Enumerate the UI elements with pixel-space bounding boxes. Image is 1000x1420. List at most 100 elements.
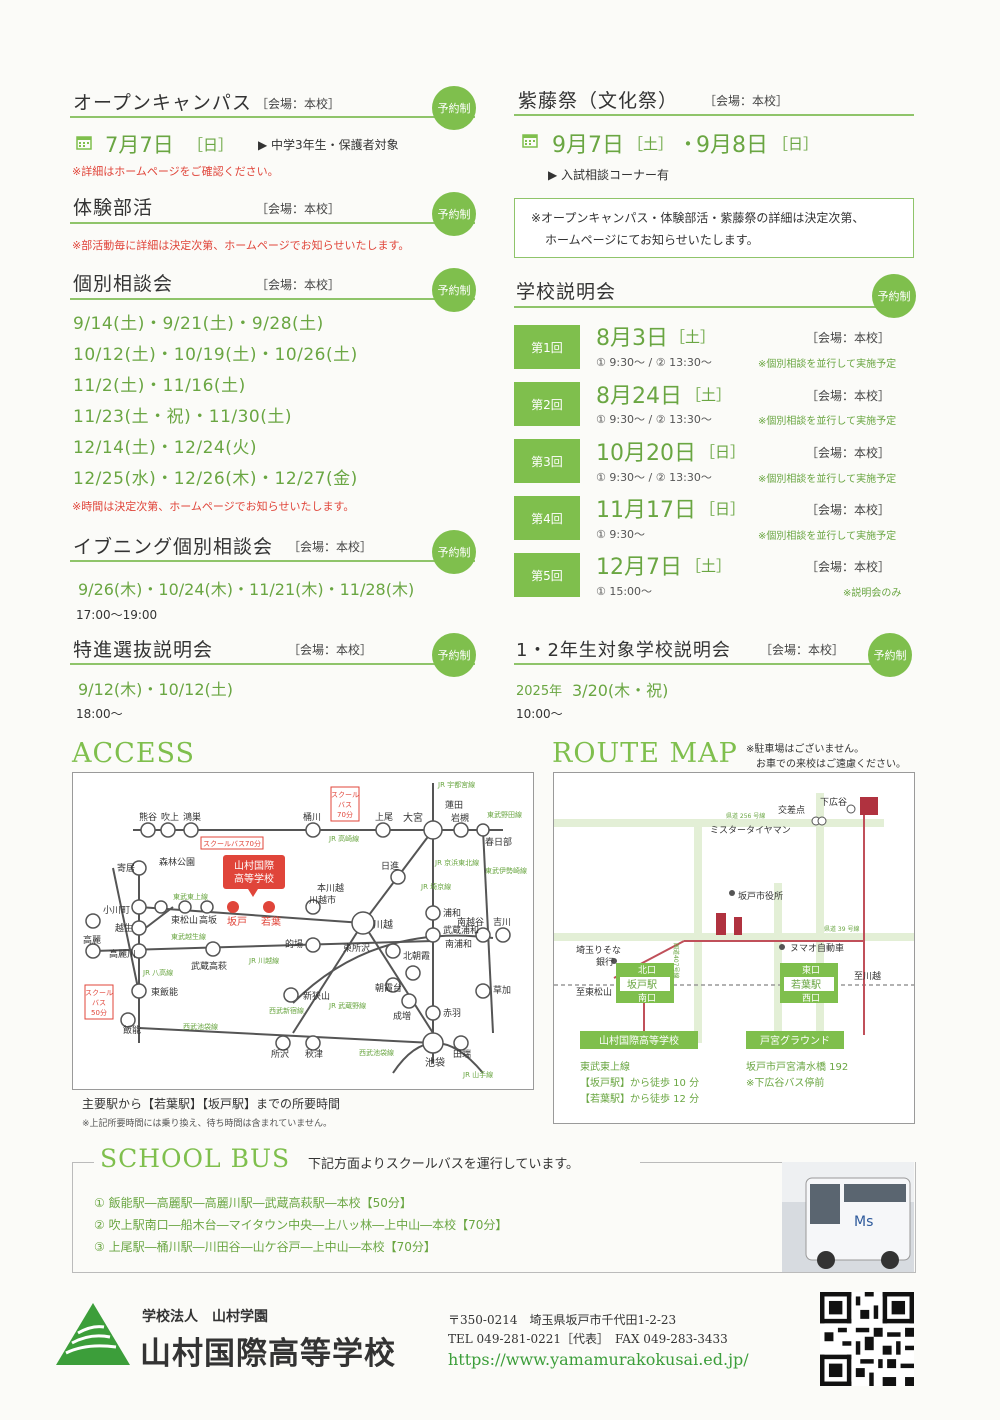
date-line: 12/25(水)・12/26(木)・12/27(金) — [73, 469, 358, 489]
line-yamanote: JR 山手線 — [462, 1070, 493, 1079]
sakado-north-label: 北口 — [638, 965, 656, 976]
ground-marker — [860, 797, 878, 815]
school-building — [716, 913, 726, 935]
school-website-link[interactable]: https://www.yamamurakokusai.ed.jp/ — [448, 1350, 749, 1369]
evening-venue: ［会場：本校］ — [288, 540, 373, 554]
school-info-1: 東武東上線 — [580, 1060, 630, 1073]
school-address: 〒350-0214 埼玉県坂戸市千代田1-2-23 — [448, 1313, 677, 1327]
station-nisshin: 日進 — [381, 860, 399, 872]
station-kawagoe: 川越 — [373, 918, 393, 931]
station-musashitakahagi: 武蔵高萩 — [191, 960, 227, 972]
individual-venue: ［会場：本校］ — [256, 278, 341, 292]
station-konosu: 鴻巣 — [183, 811, 201, 823]
station-musashiurawa: 武蔵浦和 — [443, 924, 479, 936]
station-higashimatsuyama: 東松山 — [171, 914, 198, 926]
round-date: 8月24日 — [596, 384, 682, 409]
calendar-icon — [76, 136, 92, 150]
station-higashitokorozawa: 東所沢 — [343, 942, 370, 954]
festival-date-2: 9月8日 — [696, 133, 768, 158]
route-map-drawing: 下広谷 交差点 県道 256 号線 ミスタータイヤマン 坂戸市役所 県道 39 … — [554, 793, 914, 1105]
bus70-label: スクールバス70分 — [203, 839, 261, 848]
line-seibu-ikebukuro: 西武池袋線 — [183, 1022, 218, 1031]
bus-route-3: ③ 上尾駅―桶川駅―川田谷―山ケ谷戸―上中山―本校【70分】 — [94, 1240, 436, 1254]
round-day: ［日］ — [700, 443, 746, 461]
reservation-badge: 予約制 — [872, 274, 916, 318]
reservation-badge: 予約制 — [432, 633, 476, 677]
station-soka: 草加 — [493, 984, 511, 996]
special-venue: ［会場：本校］ — [288, 643, 373, 657]
to-higashimatsuyama-label: 至東松山 — [576, 986, 612, 998]
station-urawa: 浦和 — [443, 907, 461, 919]
junior-time: 10:00〜 — [516, 707, 563, 721]
school-marker — [223, 855, 285, 889]
line-seibu-ikebukuro-2: 西武池袋線 — [359, 1048, 394, 1057]
notice-box: ※オープンキャンパス・体験部活・紫藤祭の詳細は決定次第、 ホームページにてお知ら… — [514, 198, 914, 258]
school-info-3: 【若葉駅】から徒歩 12 分 — [580, 1092, 699, 1105]
junior-rule — [514, 663, 884, 665]
station-wakaba: 若葉 — [261, 915, 281, 928]
club-venue: ［会場：本校］ — [256, 202, 341, 216]
briefing-rule — [514, 306, 884, 308]
open-campus-day: ［日］ — [188, 136, 234, 154]
junior-title: 1・2年生対象学校説明会 — [516, 640, 731, 661]
festival-sub: ▶ 入試相談コーナー有 — [548, 168, 670, 182]
club-note: ※部活動毎に詳細は決定次第、ホームページでお知らせいたします。 — [72, 239, 410, 252]
special-time: 18:00〜 — [76, 707, 123, 721]
junior-date: 3/20(木・祝) — [572, 681, 669, 700]
school-label-2: 高等学校 — [234, 872, 274, 885]
round-date: 11月17日 — [596, 498, 696, 523]
round-tag: 第4回 — [514, 496, 580, 540]
school-label-1: 山村国際 — [234, 859, 274, 872]
station-matoba: 的場 — [285, 938, 303, 950]
evening-time: 17:00〜19:00 — [76, 608, 158, 622]
shimohirotani-label: 下広谷 — [820, 796, 847, 808]
qr-code[interactable] — [820, 1292, 914, 1386]
rail-map: 山村国際 高等学校 スクールバス70分 スクール バス 70分 スクール バス … — [83, 780, 527, 1079]
round-note: ※個別相談を並行して実施予定 — [758, 531, 897, 542]
wakaba-east-label: 東口 — [802, 964, 820, 976]
station-okegawa: 桶川 — [303, 811, 321, 823]
open-campus-date: 7月7日 — [105, 133, 174, 157]
notice-line-2: ホームページにてお知らせいたします。 — [545, 233, 759, 247]
station-ogawamachi: 小川町 — [103, 905, 130, 916]
round-tag: 第1回 — [514, 325, 580, 369]
reservation-badge: 予約制 — [432, 86, 476, 130]
round-venue: ［会場：本校］ — [806, 331, 891, 345]
station-ogose: 越生 — [115, 922, 133, 934]
school-bus-photo: Ms — [782, 1162, 914, 1272]
station-akitsu: 秋津 — [305, 1048, 323, 1060]
wakaba-station-label: 若葉駅 — [791, 978, 821, 991]
round-day: ［土］ — [686, 557, 732, 575]
line-saikyo: JR 埼京線 — [420, 882, 451, 891]
station-fukiage: 吹上 — [161, 811, 179, 823]
ground-info-2: ※下広谷バス停前 — [746, 1076, 824, 1089]
reservation-badge: 予約制 — [868, 633, 912, 677]
date-line: 11/2(土)・11/16(土) — [73, 376, 246, 396]
station-moribayashi: 森林公園 — [159, 856, 195, 868]
evening-rule — [70, 560, 475, 562]
resona-label-1: 埼玉りそな — [576, 944, 621, 956]
open-campus-note: ※詳細はホームページをご確認ください。 — [72, 165, 279, 178]
bus-top-rule-right — [640, 1162, 914, 1163]
station-akabane: 赤羽 — [443, 1008, 461, 1019]
round-day: ［土］ — [686, 386, 732, 404]
bus-route-1: ① 飯能駅―高麗駅―高麗川駅―武蔵高萩駅―本校【50分】 — [94, 1196, 412, 1210]
school-info-2: 【坂戸駅】から徒歩 10 分 — [580, 1076, 699, 1089]
wakaba-west-label: 西口 — [802, 993, 820, 1004]
station-hanno: 飯能 — [123, 1024, 141, 1036]
round-date: 12月7日 — [596, 555, 682, 580]
date-line: 11/23(土・祝)・11/30(土) — [73, 407, 293, 427]
station-kasukabe: 春日部 — [485, 836, 512, 848]
ground-info-1: 坂戸市戸宮清水橋 192 — [746, 1060, 848, 1073]
notice-line-1: ※オープンキャンパス・体験部活・紫藤祭の詳細は決定次第、 — [531, 211, 865, 225]
station-koma: 高麗 — [83, 934, 101, 946]
station-minamifuruya: 南浦和 — [445, 938, 472, 950]
station-omiya: 大宮 — [403, 811, 423, 824]
bus50-3: 50分 — [91, 1008, 107, 1017]
station-tabata: 田端 — [453, 1048, 471, 1060]
individual-dates: 9/14(土)・9/21(土)・9/28(土) 10/12(土)・10/19(土… — [73, 309, 358, 495]
station-yoshikawa: 吉川 — [493, 917, 511, 928]
line-tobu-noda: 東武野田線 — [487, 810, 522, 819]
special-title: 特進選抜説明会 — [73, 639, 214, 661]
bus70b-3: 70分 — [337, 810, 353, 819]
